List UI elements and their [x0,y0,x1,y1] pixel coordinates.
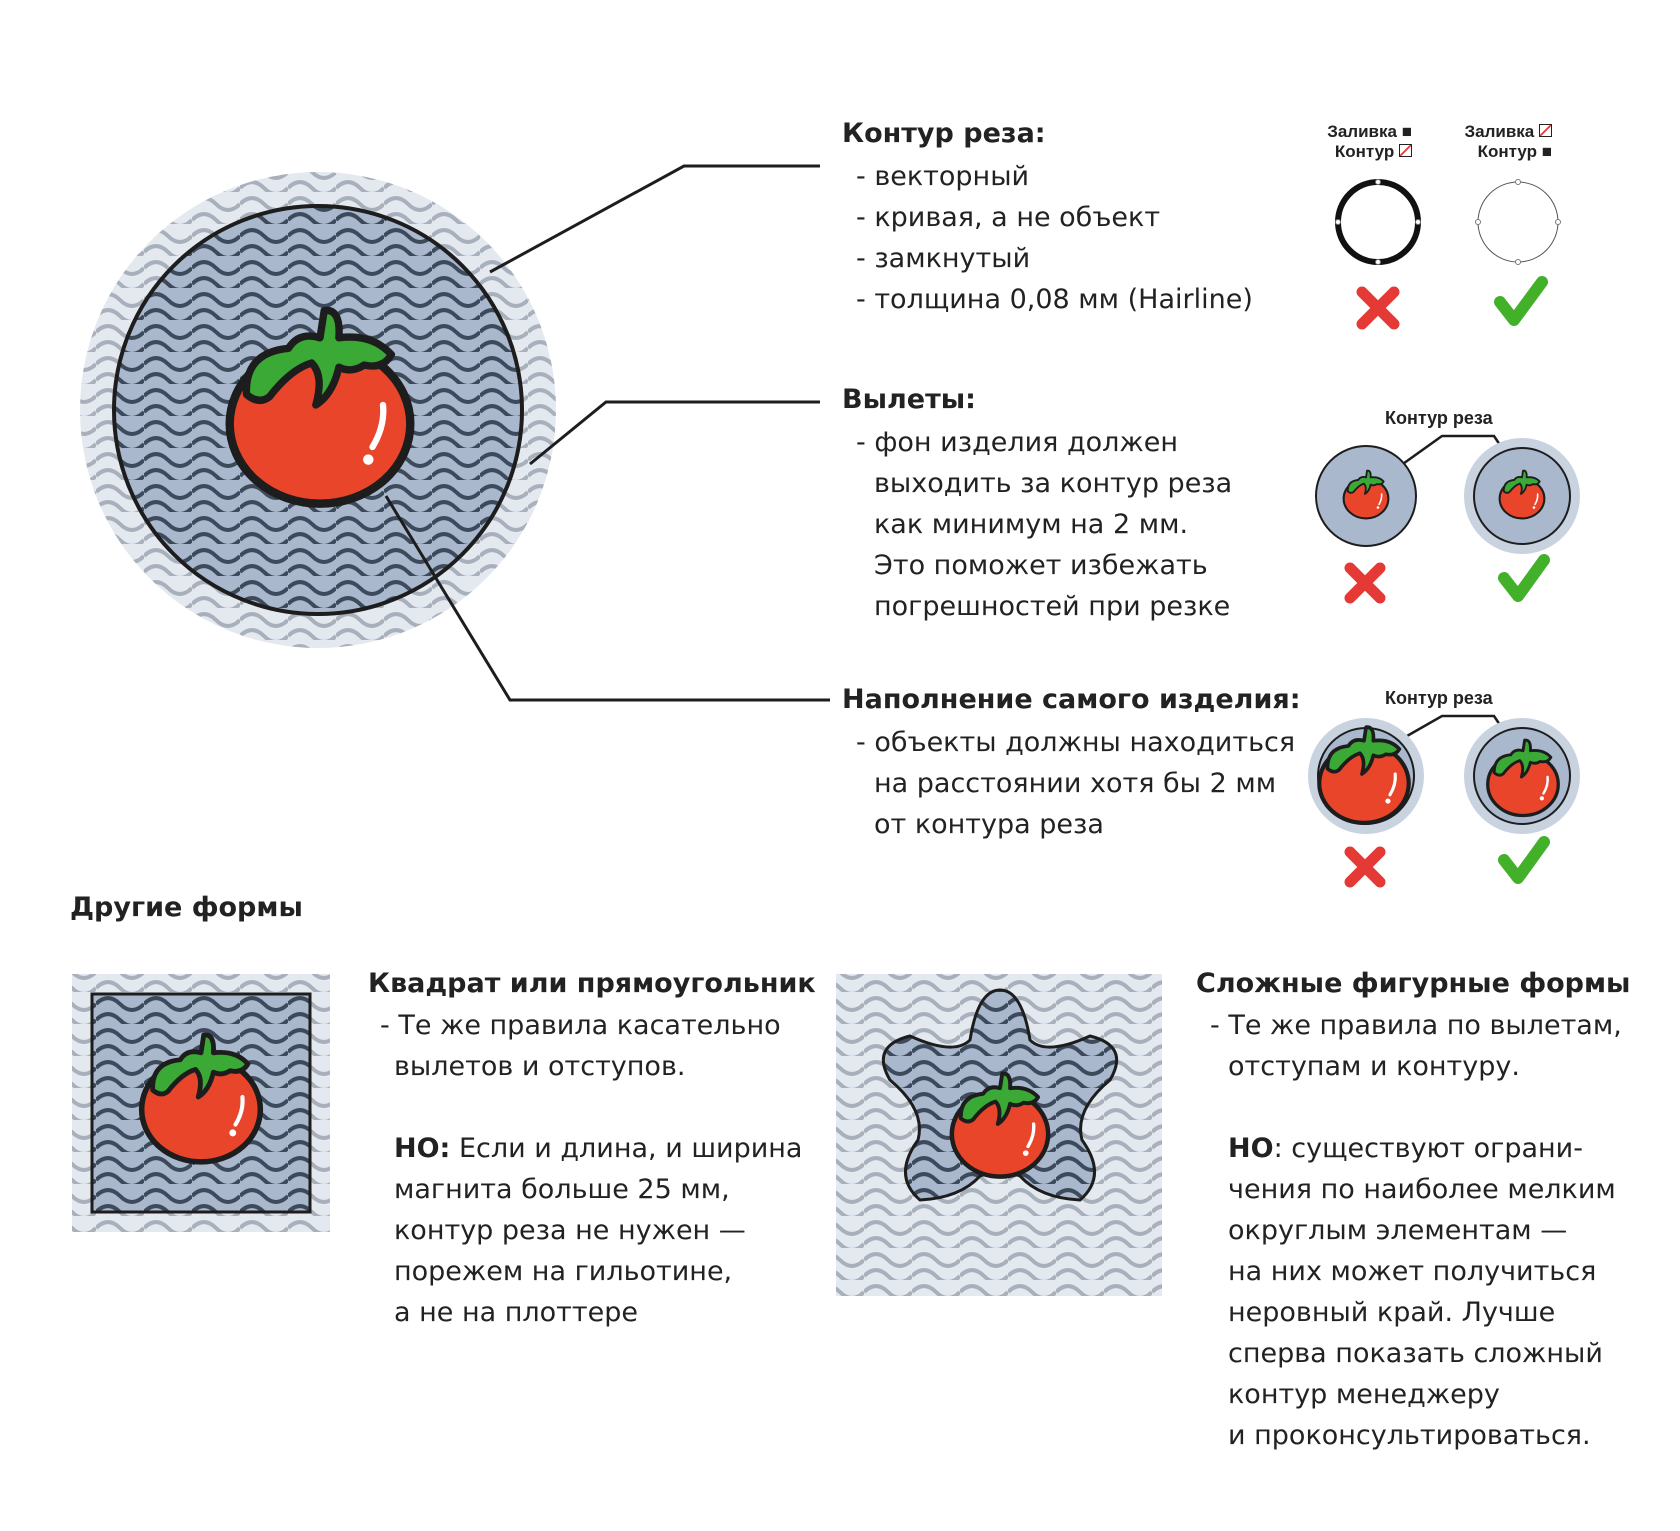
check-icon [1498,554,1550,602]
note-line: контур реза не нужен — [394,1215,746,1246]
note-line: чения по наиболее мелким [1228,1174,1616,1205]
fill-label: Заливка [1327,122,1397,141]
bleeds-diagram-label: Контур реза [1385,408,1493,428]
note-line: на них может получиться [1228,1256,1597,1287]
note-line: а не на плоттере [394,1297,639,1328]
note-line: неровный край. Лучше [1228,1297,1556,1328]
list-item: - Те же правила касательно [380,1010,781,1041]
check-icon [1498,836,1550,884]
right-example-legend: Заливка Контур ■ [1440,122,1552,162]
square-title: Квадрат или прямоугольник [368,968,816,999]
list-item: - замкнутый [856,243,1031,274]
complex-text: - Те же правила по вылетам, отступам и к… [1210,1005,1622,1456]
bleeds-heading: Вылеты: [842,384,976,415]
list-item: отступам и контуру. [1228,1051,1520,1082]
note-line: округлым элементам — [1228,1215,1568,1246]
list-item: - кривая, а не объект [856,202,1161,233]
stroke-label: Контур [1334,142,1395,161]
cross-icon [1344,562,1386,604]
note-line: НО: Если и длина, и ширина [380,1128,802,1169]
black-square-icon: ■ [1541,142,1552,161]
fill-label: Заливка [1464,122,1535,141]
other-shapes-heading: Другие формы [70,892,303,923]
note-text: Если и длина, и ширина [450,1133,803,1164]
stroke-label: Контур [1477,142,1537,161]
black-square-icon: ■ [1401,122,1412,141]
list-item: - толщина 0,08 мм (Hairline) [856,284,1253,315]
no-fill-icon [1539,124,1552,137]
note-line: НО: существуют ограни- [1210,1128,1622,1169]
spacer [1210,1087,1622,1128]
list-item: выходить за контур реза [874,468,1233,499]
note-line: и проконсультироваться. [1228,1420,1591,1451]
note-line: порежем на гильотине, [394,1256,733,1287]
check-icon [1494,276,1548,326]
bleeds-list: - фон изделия должен выходить за контур … [856,422,1232,627]
square-text: - Те же правила касательно вылетов и отс… [380,1005,802,1333]
note-line: сперва показать сложный [1228,1338,1603,1369]
note-bold: НО: [394,1133,451,1164]
cut-contour-heading: Контур реза: [842,118,1046,149]
list-item: как минимум на 2 мм. [874,509,1189,540]
no-fill-icon [1399,144,1412,157]
note-line: магнита больше 25 мм, [394,1174,730,1205]
note-text: : существуют ограни- [1273,1133,1583,1164]
list-item: - векторный [856,161,1030,192]
list-item: - объекты должны находиться [856,727,1296,758]
cross-icon [1356,286,1400,330]
list-item: от контура реза [874,809,1104,840]
list-item: на расстоянии хотя бы 2 мм [874,768,1277,799]
complex-title: Сложные фигурные формы [1196,968,1631,999]
filling-list: - объекты должны находиться на расстояни… [856,722,1295,845]
cut-contour-list: - векторный - кривая, а не объект - замк… [856,156,1253,320]
list-item: вылетов и отступов. [394,1051,686,1082]
list-item: - фон изделия должен [856,427,1179,458]
note-bold: НО [1228,1133,1274,1164]
cross-icon [1344,846,1386,888]
note-line: контур менеджеру [1228,1379,1500,1410]
wrong-example-legend: Заливка ■ Контур [1300,122,1412,162]
filling-diagram-label: Контур реза [1385,688,1493,708]
list-item: погрешностей при резке [874,591,1231,622]
list-item: - Те же правила по вылетам, [1210,1010,1622,1041]
filling-heading: Наполнение самого изделия: [842,684,1301,715]
list-item: Это поможет избежать [874,550,1208,581]
